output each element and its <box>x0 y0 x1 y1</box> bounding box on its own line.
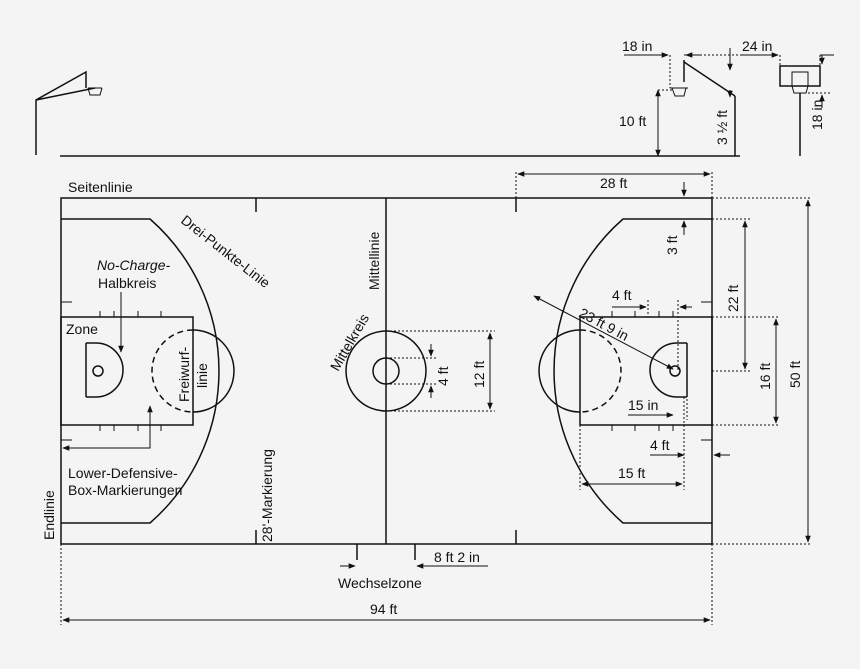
dimensions-center <box>386 330 495 412</box>
free-throw-circle-right <box>538 329 581 413</box>
hoop-net-icon <box>791 85 809 94</box>
label-wechselzone: Wechselzone <box>338 575 422 591</box>
label-mittelkreis: Mittelkreis <box>327 311 372 374</box>
basket-elevation-left <box>35 70 103 155</box>
annotation-arrows-left <box>62 292 153 451</box>
dim-18in-right: 18 in <box>809 100 825 130</box>
label-zone: Zone <box>66 321 98 337</box>
label-mittellinie: Mittellinie <box>366 231 382 290</box>
backboard-elevation-right <box>624 48 834 157</box>
free-throw-circle-left <box>192 329 235 413</box>
dim-3ft: 3 ft <box>664 235 680 255</box>
label-drei-punkte-linie: Drei-Punkte-Linie <box>178 212 273 291</box>
label-no-charge: No-Charge- <box>97 257 170 273</box>
label-box-markierungen: Box-Markierungen <box>68 482 182 498</box>
dim-94ft: 94 ft <box>370 601 397 617</box>
dim-12ft: 12 ft <box>471 361 487 388</box>
dim-4ft-top: 4 ft <box>612 287 632 303</box>
dim-4ft-center: 4 ft <box>435 366 451 386</box>
basket-left <box>92 365 104 377</box>
dimensions-bottom <box>60 544 713 625</box>
label-linie: linie <box>194 363 210 388</box>
dim-10ft: 10 ft <box>619 113 646 129</box>
label-freiwurf: Freiwurf- <box>176 346 192 402</box>
dim-15ft: 15 ft <box>618 465 645 481</box>
dim-15in: 15 in <box>628 397 658 413</box>
label-endlinie: Endlinie <box>41 490 57 540</box>
hoop-net-icon <box>671 87 687 97</box>
three-point-line-right <box>553 218 712 524</box>
basket-right <box>669 365 681 377</box>
label-28-markierung: 28'-Markierung <box>259 449 275 542</box>
dim-16ft: 16 ft <box>757 363 773 390</box>
label-lower-defensive: Lower-Defensive- <box>68 465 178 481</box>
dim-22ft: 22 ft <box>725 285 741 312</box>
three-point-line-left <box>61 218 220 524</box>
dim-24in: 24 in <box>742 38 772 54</box>
hoop-net-icon <box>87 87 103 96</box>
key-left <box>60 316 194 426</box>
dim-50ft: 50 ft <box>787 361 803 388</box>
court <box>60 197 713 560</box>
dim-18in-top: 18 in <box>622 38 652 54</box>
label-halbkreis: Halbkreis <box>98 275 156 291</box>
dimensions-right <box>515 171 812 545</box>
dim-8ft-2in: 8 ft 2 in <box>434 549 480 565</box>
dim-28ft: 28 ft <box>600 175 627 191</box>
label-seitenlinie: Seitenlinie <box>68 179 133 195</box>
dim-3half-ft: 3 ½ ft <box>714 110 730 145</box>
dim-4ft-bottom: 4 ft <box>650 437 670 453</box>
